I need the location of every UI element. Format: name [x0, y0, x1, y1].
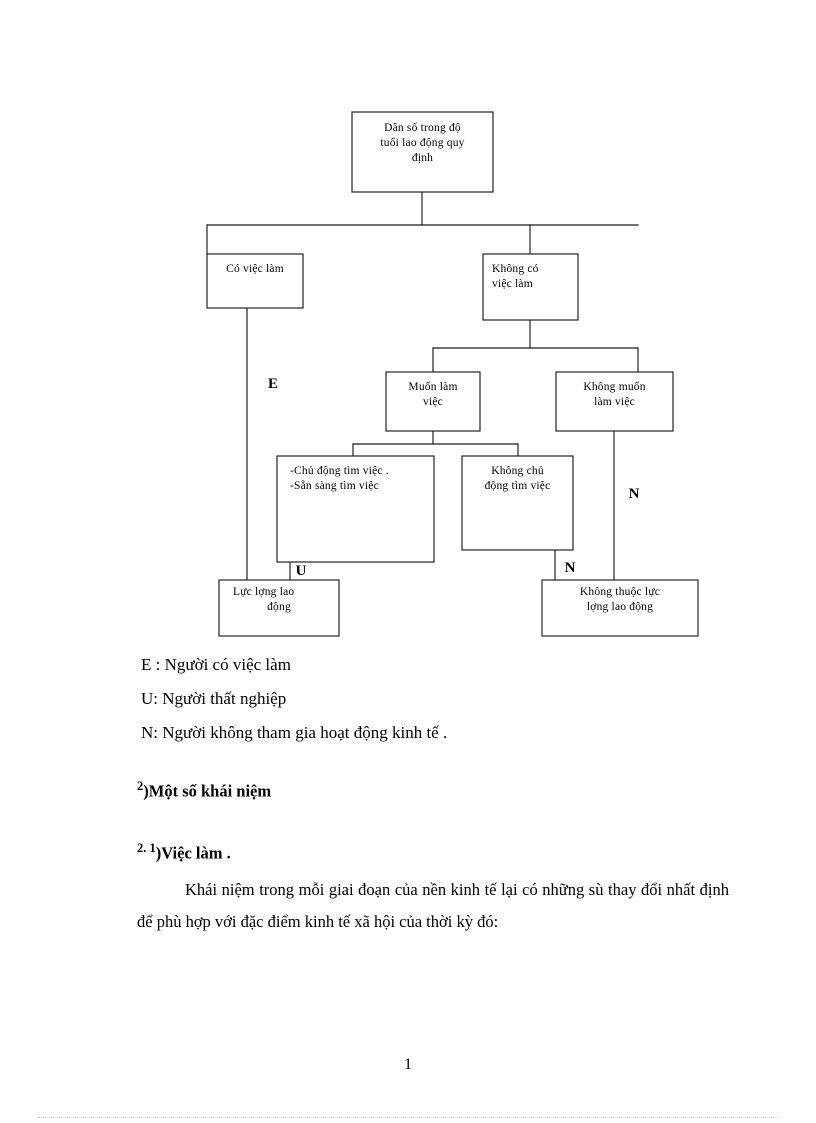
node-box-want-work: [385, 371, 481, 432]
node-active-seeking-line-1: -Chủ động tìm việc .: [290, 465, 389, 477]
node-not-want-work-line-2: làm việc: [594, 396, 635, 408]
node-want-work-line-1: Muốn làm: [408, 380, 457, 393]
node-box-root: [351, 111, 494, 193]
node-labour-force-line-1: Lực lợng lao: [233, 586, 294, 598]
edge-label-n-mid: N: [565, 560, 576, 576]
node-labour-force-line-2: động: [267, 601, 291, 613]
heading-jobs-text: )Việc làm .: [155, 843, 231, 863]
edge-label-e: E: [268, 376, 278, 392]
legend-block: E : Người có việc làm U: Người thất nghi…: [141, 648, 741, 750]
node-box-not-want-work: [555, 371, 674, 432]
node-box-not-active-seeking: [461, 455, 574, 551]
node-box-outside-labour-force: [541, 579, 699, 637]
node-want-work-line-2: việc: [423, 396, 443, 408]
heading-employment: 2. 1)Việc làm .: [137, 841, 231, 864]
edge-label-n-right: N: [629, 486, 640, 502]
heading-concepts-number: 2: [137, 779, 144, 793]
node-outside-labour-force-line-1: Không thuộc lực: [580, 586, 660, 598]
node-not-employed-line-2: việc làm: [492, 278, 533, 290]
node-not-active-seeking-line-1: Không chủ: [491, 465, 544, 477]
legend-item-u: U: Người thất nghiệp: [141, 689, 287, 708]
node-employed-line-1: Có việc làm: [226, 263, 284, 275]
heading-concepts-text: )Một số khái niệm: [143, 781, 272, 801]
legend-item-n: N: Người không tham gia hoạt động kinh t…: [141, 723, 448, 742]
footer-divider: [38, 1117, 778, 1119]
edge-label-u: U: [296, 563, 307, 579]
node-box-not-employed: [482, 253, 579, 321]
heading-jobs-number: 2. 1: [137, 841, 156, 855]
page-number: 1: [404, 1056, 412, 1073]
node-root-line-3: định: [412, 152, 433, 164]
node-active-seeking-line-2: -Sẵn sàng tìm việc: [290, 479, 379, 492]
node-root-line-1: Dân số trong độ: [384, 121, 461, 134]
node-outside-labour-force-line-2: lợng lao động: [587, 601, 653, 613]
node-root-line-2: tuổi lao động quy: [380, 136, 464, 149]
node-box-employed: [206, 253, 304, 309]
node-not-active-seeking-line-2: động tìm việc: [485, 480, 551, 492]
node-not-want-work-line-1: Không muốn: [583, 380, 645, 393]
heading-some-concepts: 2)Một số khái niệm: [137, 779, 271, 802]
legend-item-e: E : Người có việc làm: [141, 655, 291, 674]
labour-force-diagram: Dân số trong độ tuổi lao động quy định C…: [206, 111, 699, 637]
node-not-employed-line-1: Không có: [492, 263, 539, 275]
node-box-labour-force: [218, 579, 340, 637]
body-paragraph: Khái niệm trong mỗi giai đoạn của nền ki…: [137, 880, 729, 931]
node-box-active-seeking: [276, 455, 435, 563]
